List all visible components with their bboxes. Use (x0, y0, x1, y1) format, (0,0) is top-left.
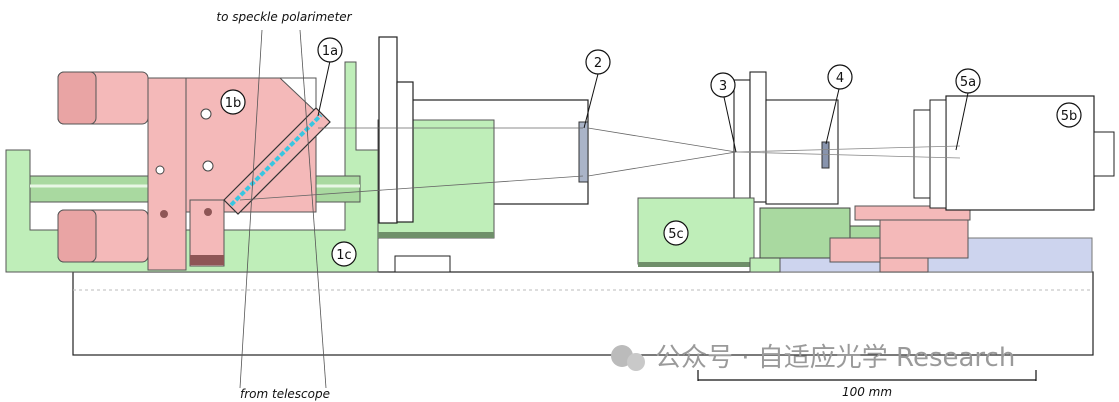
beam-b (239, 175, 584, 201)
beam-top-left (239, 29, 263, 389)
mount-1b-frame (147, 77, 187, 271)
label-from-telescope: from telescope (240, 387, 330, 401)
callout-2-text: 2 (594, 56, 602, 71)
mount-1b-chamfer (278, 77, 317, 114)
callout-5c-text: 5c (668, 227, 683, 242)
callout-1b-text: 1b (225, 96, 242, 111)
callout-2: 2 (585, 49, 611, 75)
pink-slide-block (829, 237, 881, 263)
beam-c (587, 127, 737, 153)
pink-slide-foot (879, 257, 929, 273)
mount-1b-foot-dark (190, 255, 224, 265)
callout-4-text: 4 (836, 71, 844, 86)
beam-e (735, 145, 961, 153)
callout-1b: 1b (220, 89, 246, 115)
lens-2 (578, 121, 589, 183)
beam-f (735, 151, 961, 159)
lens2-flange-ring (396, 81, 414, 223)
camera-5b-connector (1093, 131, 1115, 177)
callout-3-text: 3 (719, 79, 727, 94)
screw-2 (202, 160, 214, 172)
screw-5 (204, 208, 212, 216)
beam-d (587, 151, 737, 177)
callout-5a-text: 5a (960, 75, 976, 90)
leader-2 (583, 73, 599, 129)
callout-1a: 1a (317, 37, 343, 63)
callout-5b-text: 5b (1061, 109, 1078, 124)
camera-5b-mount-2 (913, 109, 931, 199)
camera-5b-mount-1 (929, 99, 947, 209)
lens2-flange (378, 36, 398, 224)
beamsplitter-coating (229, 113, 323, 207)
callout-5b: 5b (1056, 102, 1082, 128)
callout-5c: 5c (663, 220, 689, 246)
watermark: 公众号 · 自适应光学 Research (611, 343, 1015, 373)
lens2-stand (394, 255, 451, 273)
leader-3 (723, 96, 737, 153)
lens-4 (821, 141, 830, 169)
scale-bar-label: 100 mm (842, 385, 892, 399)
watermark-text: 公众号 · 自适应光学 Research (655, 343, 1015, 373)
callout-4: 4 (827, 64, 853, 90)
knob-upper-cap (57, 71, 97, 125)
leader-1a (317, 60, 331, 117)
block-5c-base (638, 262, 754, 267)
label-to-speckle-polarimeter: to speckle polarimeter (216, 10, 352, 24)
lens3-plate (733, 79, 751, 201)
scale-bar: 100 mm (697, 370, 1037, 399)
pink-slide-mid (879, 219, 969, 259)
screw-3 (155, 165, 165, 175)
leader-5a (955, 92, 969, 151)
block-5c (637, 197, 755, 265)
leader-4 (825, 88, 840, 145)
beam-top-right (299, 29, 327, 389)
callout-1a-text: 1a (322, 44, 338, 59)
lens3-tube (765, 99, 839, 205)
lens3-ring (749, 71, 767, 203)
block-5c-foot (749, 257, 781, 273)
callout-3: 3 (710, 72, 736, 98)
callout-1c-text: 1c (336, 248, 351, 263)
callout-1c: 1c (331, 241, 357, 267)
knob-lower-cap (57, 209, 97, 263)
lens2-green-base (378, 232, 494, 238)
screw-4 (160, 210, 168, 218)
screw-1 (200, 108, 212, 120)
callout-5a: 5a (955, 68, 981, 94)
